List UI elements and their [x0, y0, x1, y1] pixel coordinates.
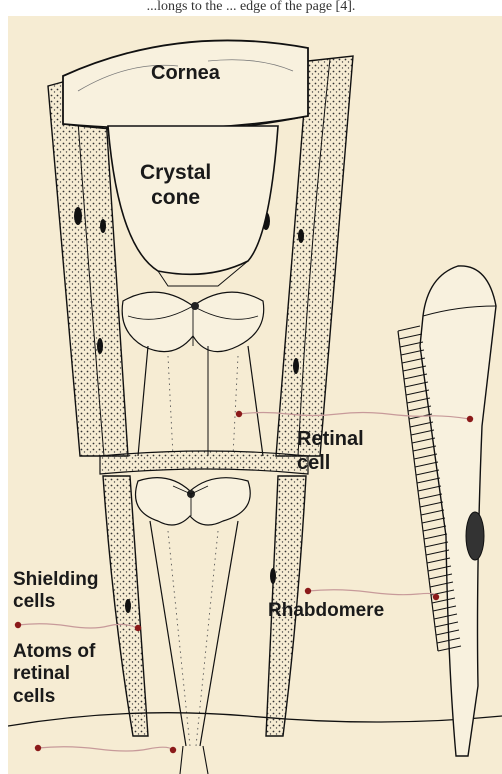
label-retinal-cell: Retinal cell — [297, 428, 364, 475]
upper-rosette — [122, 292, 264, 352]
rhabdom-middle — [138, 346, 263, 456]
lower-rosette — [136, 478, 251, 525]
basal-membrane — [8, 713, 502, 726]
label-crystal-cone: Crystal cone — [140, 161, 211, 211]
retinal-cell-detail — [398, 266, 496, 756]
segment-band — [100, 451, 308, 474]
ommatidium-illustration: Cornea Crystal cone Retinal cell Shieldi… — [8, 16, 502, 774]
label-rhabdomere: Rhabdomere — [268, 600, 384, 622]
label-atoms-of-retinal-cells: Atoms of retinal cells — [13, 641, 95, 708]
label-cornea: Cornea — [151, 62, 220, 86]
label-shielding-cells: Shielding cells — [13, 569, 99, 614]
